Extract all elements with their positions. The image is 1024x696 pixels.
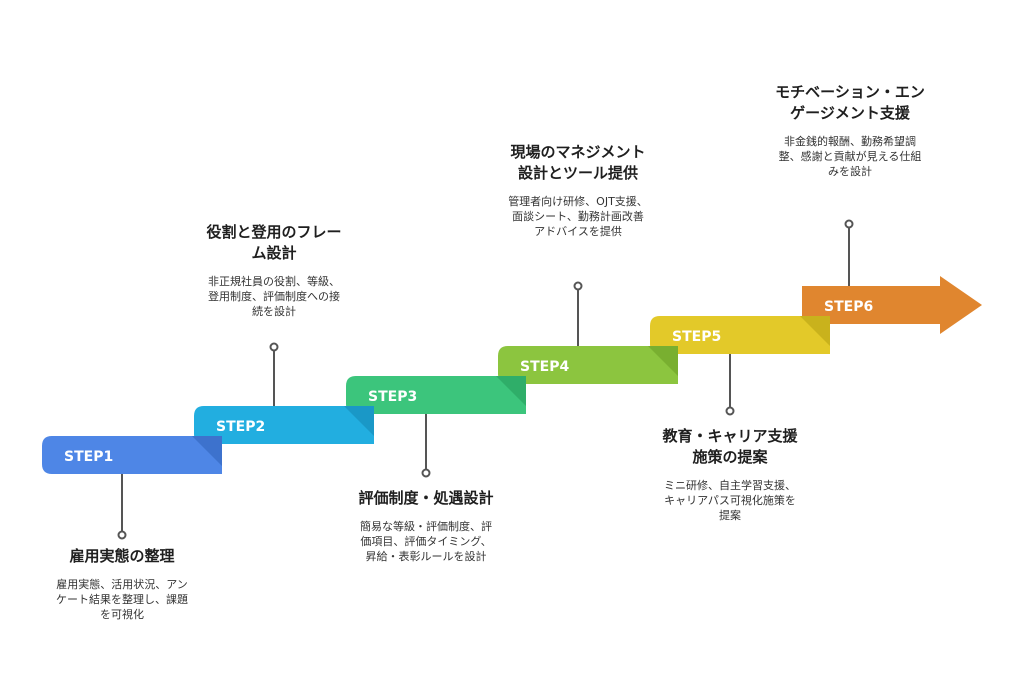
step4-label: STEP4 (520, 359, 569, 375)
step3-fold (496, 376, 526, 406)
step5-band (650, 316, 830, 354)
step5-label: STEP5 (672, 329, 721, 345)
step3-description: 簡易な等級・評価制度、評価項目、評価タイミング、昇給・表彰ルールを設計 (360, 520, 492, 563)
step6-description: 非金銭的報酬、勤務希望調整、感謝と貢献が見える仕組みを設計 (778, 135, 922, 178)
step6-label: STEP6 (824, 299, 873, 315)
step2-fold (344, 406, 374, 436)
step5-connector-dot (725, 406, 735, 416)
step5-title: 教育・キャリア支援施策の提案 (662, 427, 798, 466)
step6-arrow (802, 276, 982, 334)
step2-description: 非正規社員の役割、等級、登用制度、評価制度への接続を設計 (208, 275, 340, 318)
step3-band (346, 376, 526, 414)
step5-description: ミニ研修、自主学習支援、キャリアパス可視化施策を提案 (664, 479, 796, 522)
step5-text: 教育・キャリア支援施策の提案 ミニ研修、自主学習支援、キャリアパス可視化施策を提… (660, 426, 800, 523)
step6-title: モチベーション・エンゲージメント支援 (775, 83, 925, 122)
step1-fold (192, 436, 222, 466)
step1-text: 雇用実態の整理 雇用実態、活用状況、アンケート結果を整理し、課題を可視化 (52, 546, 192, 622)
step1-title: 雇用実態の整理 (69, 547, 175, 565)
step1-connector-dot (117, 530, 127, 540)
step3-label: STEP3 (368, 389, 417, 405)
step6-connector-dot (844, 219, 854, 229)
step5-fold (800, 316, 830, 346)
step3-text: 評価制度・処遇設計 簡易な等級・評価制度、評価項目、評価タイミング、昇給・表彰ル… (356, 488, 496, 564)
step2-text: 役割と登用のフレーム設計 非正規社員の役割、等級、登用制度、評価制度への接続を設… (204, 222, 344, 319)
step2-label: STEP2 (216, 419, 265, 435)
step1-band (42, 436, 222, 474)
step4-band (498, 346, 678, 384)
step1-description: 雇用実態、活用状況、アンケート結果を整理し、課題を可視化 (56, 578, 188, 621)
step1-label: STEP1 (64, 449, 113, 465)
step4-title: 現場のマネジメント設計とツール提供 (510, 143, 646, 182)
step3-title: 評価制度・処遇設計 (358, 489, 494, 507)
step2-title: 役割と登用のフレーム設計 (206, 223, 342, 262)
step6-text: モチベーション・エンゲージメント支援 非金銭的報酬、勤務希望調整、感謝と貢献が見… (775, 82, 925, 179)
step2-band (194, 406, 374, 444)
step4-fold (648, 346, 678, 376)
step4-connector-dot (573, 281, 583, 291)
step2-connector-dot (269, 342, 279, 352)
step3-connector-dot (421, 468, 431, 478)
step4-description: 管理者向け研修、OJT支援、面談シート、勤務計画改善アドバイスを提供 (508, 195, 648, 238)
step4-text: 現場のマネジメント設計とツール提供 管理者向け研修、OJT支援、面談シート、勤務… (508, 142, 648, 239)
